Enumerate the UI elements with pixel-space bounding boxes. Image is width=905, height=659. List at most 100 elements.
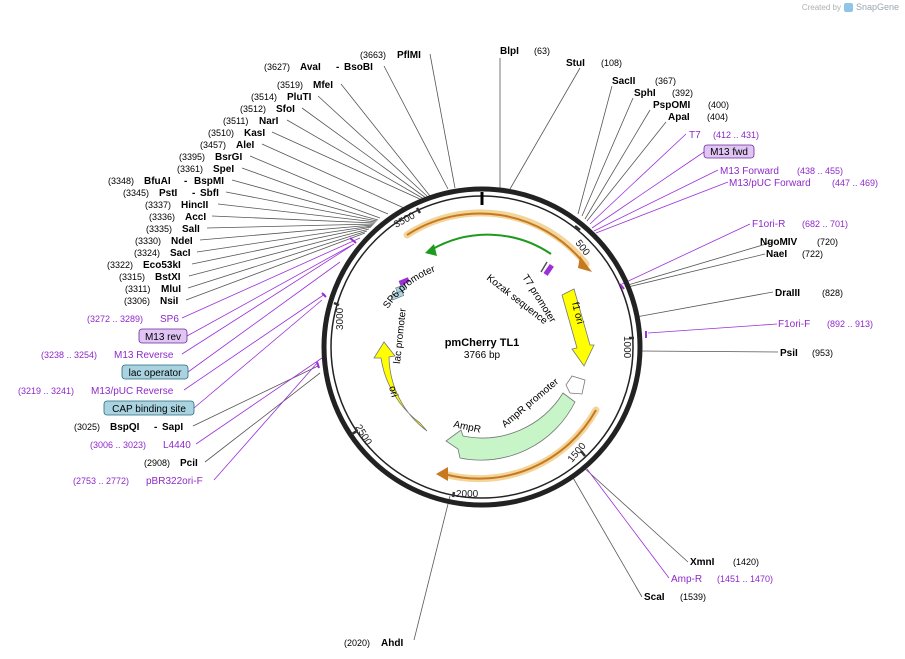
site-label-blpi: BlpI [500, 46, 519, 57]
feature-label-t7: T7 [689, 130, 701, 141]
ampr-promoter-arrow [565, 375, 586, 395]
left-feature-lines [181, 237, 361, 481]
site-pos-naei: (722) [802, 249, 823, 259]
site-pos-bfuai: (3348) [108, 176, 134, 186]
t7-markers [540, 261, 554, 276]
site-label-eco53ki: Eco53kI [143, 260, 181, 271]
site-pos-bsrgi: (3395) [179, 152, 205, 162]
site-label-avai: AvaI [300, 62, 321, 73]
site-pos-sacii: (367) [655, 76, 676, 86]
site-pos-bspqi: (3025) [74, 422, 100, 432]
left-labels: (3663) PflMI (3627) AvaI - BsoBI (3519) … [18, 50, 421, 649]
feature-label-f1ori-r: F1ori-R [752, 219, 785, 230]
site-pos-blpi: (63) [534, 46, 550, 56]
feature-label-l4440: L4440 [163, 440, 191, 451]
f1-ori-label: f1 ori [569, 301, 585, 325]
site-label-bfuai-dash: - [184, 176, 187, 187]
site-label-psti: PstI [159, 188, 178, 199]
feature-label-m13-puc-forward: M13/pUC Forward [729, 178, 811, 189]
site-label-ngomiv: NgoMIV [760, 237, 798, 248]
site-pos-xmni: (1420) [733, 557, 759, 567]
site-pos-nsii: (3306) [124, 296, 150, 306]
backbone-feature-marks [316, 237, 647, 369]
sp6-promoter-label: SP6 promoter [381, 264, 437, 311]
site-pos-apai: (404) [707, 112, 728, 122]
site-label-avai-dash: - [336, 62, 339, 73]
m13-rev-box [138, 328, 188, 344]
site-label-kasi: KasI [244, 128, 265, 139]
feature-pos-pbr322ori-f: (2753 .. 2772) [73, 476, 129, 486]
feature-label-cap-binding-site: CAP binding site [112, 404, 186, 415]
site-label-pflmi: PflMI [397, 50, 421, 61]
site-label-psti-dash: - [192, 188, 195, 199]
site-pos-ahdi: (2020) [344, 638, 370, 648]
site-pos-spei: (3361) [177, 164, 203, 174]
site-label-mlui: MluI [161, 284, 181, 295]
site-pos-psii: (953) [812, 348, 833, 358]
site-label-bstxi: BstXI [155, 272, 181, 283]
site-label-alei: AleI [236, 140, 255, 151]
site-pos-mlui: (3311) [125, 284, 150, 294]
site-pos-mfei: (3519) [277, 80, 303, 90]
tick-marks [333, 207, 634, 498]
orange-arrowhead-bottom [436, 467, 448, 481]
site-pos-hincii: (3337) [145, 200, 171, 210]
right-feature-lines [586, 133, 778, 579]
site-label-acci: AccI [185, 212, 206, 223]
lac-promoter-label: lac promoter [392, 307, 409, 364]
site-pos-pflmi: (3663) [360, 50, 386, 60]
site-pos-bstxi: (3315) [119, 272, 145, 282]
site-label-bspqi: BspQI [110, 422, 140, 433]
site-pos-pluti: (3514) [251, 92, 277, 102]
m13-fwd-box [703, 144, 755, 159]
site-label-ahdi: AhdI [381, 638, 403, 649]
site-label-sapi: SapI [162, 422, 183, 433]
site-label-bfuai: BfuAI [144, 176, 171, 187]
feature-pos-m13-forward: (438 .. 455) [797, 166, 843, 176]
tick-label-1000: 1000 [621, 336, 632, 359]
feature-label-f1ori-f: F1ori-F [778, 319, 810, 330]
site-label-sali: SalI [182, 224, 200, 235]
feature-label-m13-rev: M13 rev [145, 332, 181, 343]
plasmid-name: pmCherry TL1 [445, 337, 520, 349]
feature-label-m13-forward: M13 Forward [720, 166, 779, 177]
right-leader-lines [499, 58, 779, 598]
site-label-nari: NarI [259, 116, 279, 127]
lac-operator-box [121, 364, 189, 380]
cap-binding-site-box [103, 400, 195, 416]
ori-label: ori [386, 385, 400, 399]
site-label-apai: ApaI [668, 112, 690, 123]
site-label-ndei: NdeI [171, 236, 193, 247]
site-label-sfoi: SfoI [276, 104, 295, 115]
f1-ori-feature [561, 288, 595, 367]
orange-orf-arc-bottom-line [443, 409, 597, 480]
snapgene-logo-icon [843, 2, 853, 12]
site-pos-draiii: (828) [822, 288, 843, 298]
feature-pos-m13-puc-forward: (447 .. 469) [832, 178, 878, 188]
feature-pos-t7: (412 .. 431) [713, 130, 759, 140]
site-label-sbfi: SbfI [200, 188, 219, 199]
orange-arrowhead-top [578, 256, 592, 272]
site-pos-stui: (108) [601, 58, 622, 68]
site-label-stui: StuI [566, 58, 585, 69]
site-label-scai: ScaI [644, 592, 665, 603]
site-pos-nari: (3511) [223, 116, 248, 126]
feature-pos-sp6: (3272 .. 3289) [87, 314, 143, 324]
credit: Created by SnapGene [802, 2, 899, 12]
site-label-bsrgi: BsrGI [215, 152, 242, 163]
site-label-nsii: NsiI [160, 296, 179, 307]
site-pos-ngomiv: (720) [817, 237, 838, 247]
feature-pos-amp-r: (1451 .. 1470) [717, 574, 773, 584]
site-label-hincii: HincII [181, 200, 208, 211]
green-arc-top [430, 233, 552, 255]
right-labels: BlpI (63) StuI (108) SacII (367) SphI (3… [500, 46, 878, 603]
site-pos-kasi: (3510) [208, 128, 234, 138]
backbone-ring [321, 186, 643, 508]
feature-pos-f1ori-f: (892 .. 913) [827, 319, 873, 329]
site-pos-saci: (3324) [134, 248, 160, 258]
site-label-draiii: DraIII [775, 288, 800, 299]
ampr-feature [445, 392, 576, 461]
site-pos-avai: (3627) [264, 62, 290, 72]
feature-label-sp6: SP6 [160, 314, 179, 325]
feature-label-pbr322ori-f: pBR322ori-F [146, 476, 203, 487]
